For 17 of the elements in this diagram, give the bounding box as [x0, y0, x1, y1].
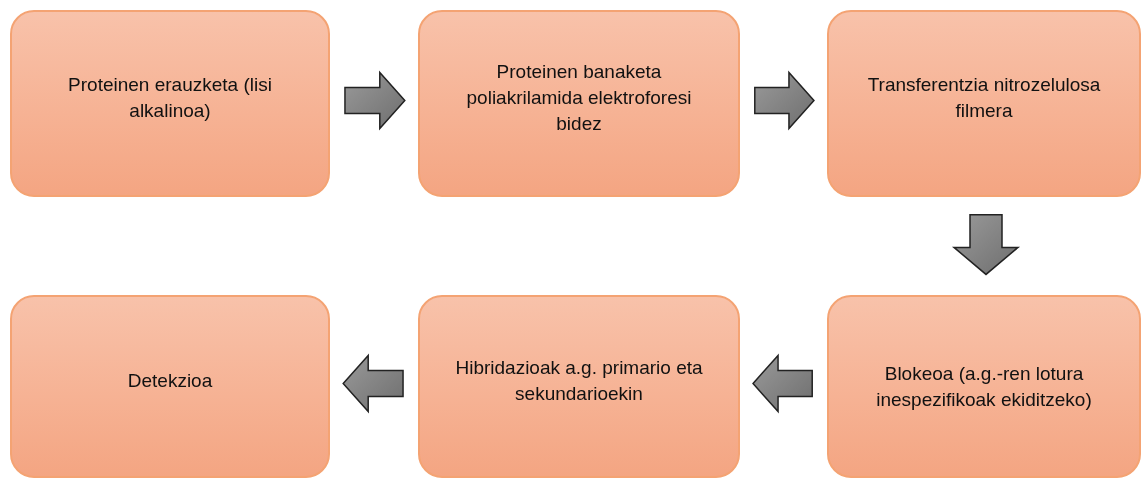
- process-box: [10, 10, 330, 197]
- block-arrow: [344, 70, 406, 131]
- step-text: Detekzioa: [127, 368, 213, 393]
- process-box: [418, 10, 740, 197]
- step-text: Proteinen banaketa poliakrilamida elektroforesi bidez: [465, 59, 693, 136]
- block-arrow: [951, 213, 1021, 276]
- process-box: [827, 10, 1141, 197]
- process-box: [10, 295, 330, 478]
- block-arrow: [752, 353, 813, 414]
- step-text: Proteinen erauzketa (lisi alkalinoa): [67, 72, 273, 123]
- process-box: [827, 295, 1141, 478]
- step-text: Hibridazioak a.g. primario eta sekundarioekin: [454, 355, 704, 406]
- block-arrow: [754, 70, 815, 131]
- block-arrow: [342, 353, 404, 414]
- process-box: [418, 295, 740, 478]
- step-text: Transferentzia nitrozelulosa filmera: [866, 72, 1102, 123]
- step-text: Blokeoa (a.g.-ren lotura inespezifikoak ekiditzeko): [875, 361, 1093, 412]
